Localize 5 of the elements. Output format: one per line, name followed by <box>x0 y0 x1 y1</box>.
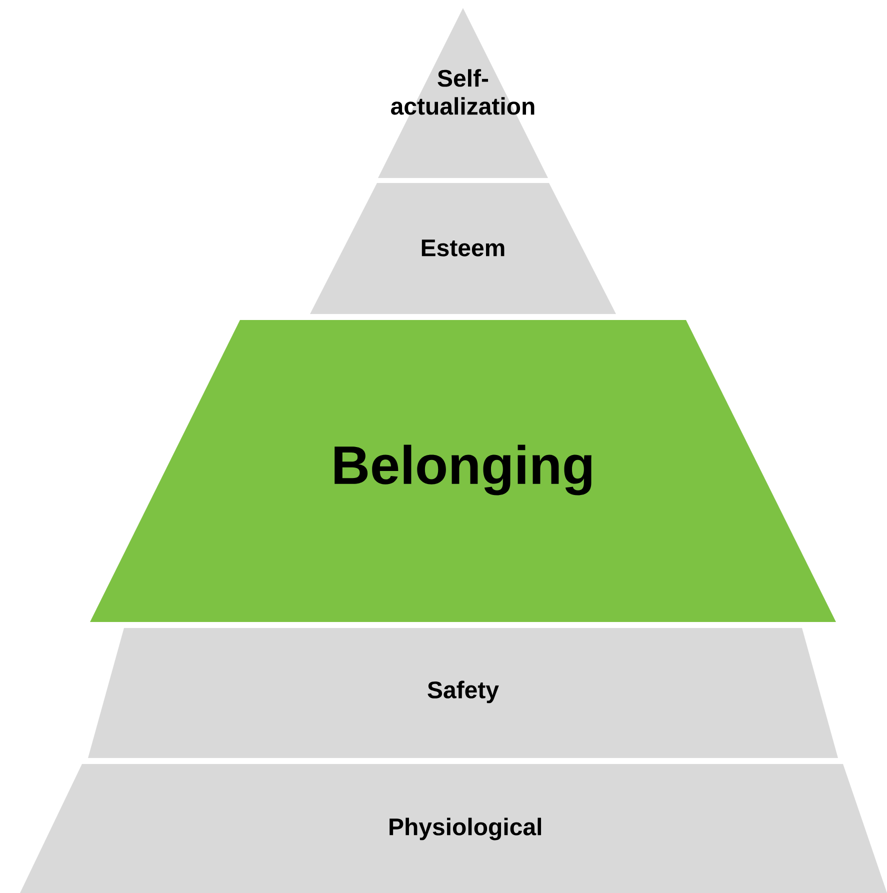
pyramid-level: Physiological <box>20 764 887 893</box>
pyramid-level: Safety <box>88 628 838 758</box>
pyramid-level: Self-actualization <box>378 8 548 178</box>
pyramid-level: Esteem <box>310 183 616 314</box>
pyramid-level: Belonging <box>90 320 836 622</box>
